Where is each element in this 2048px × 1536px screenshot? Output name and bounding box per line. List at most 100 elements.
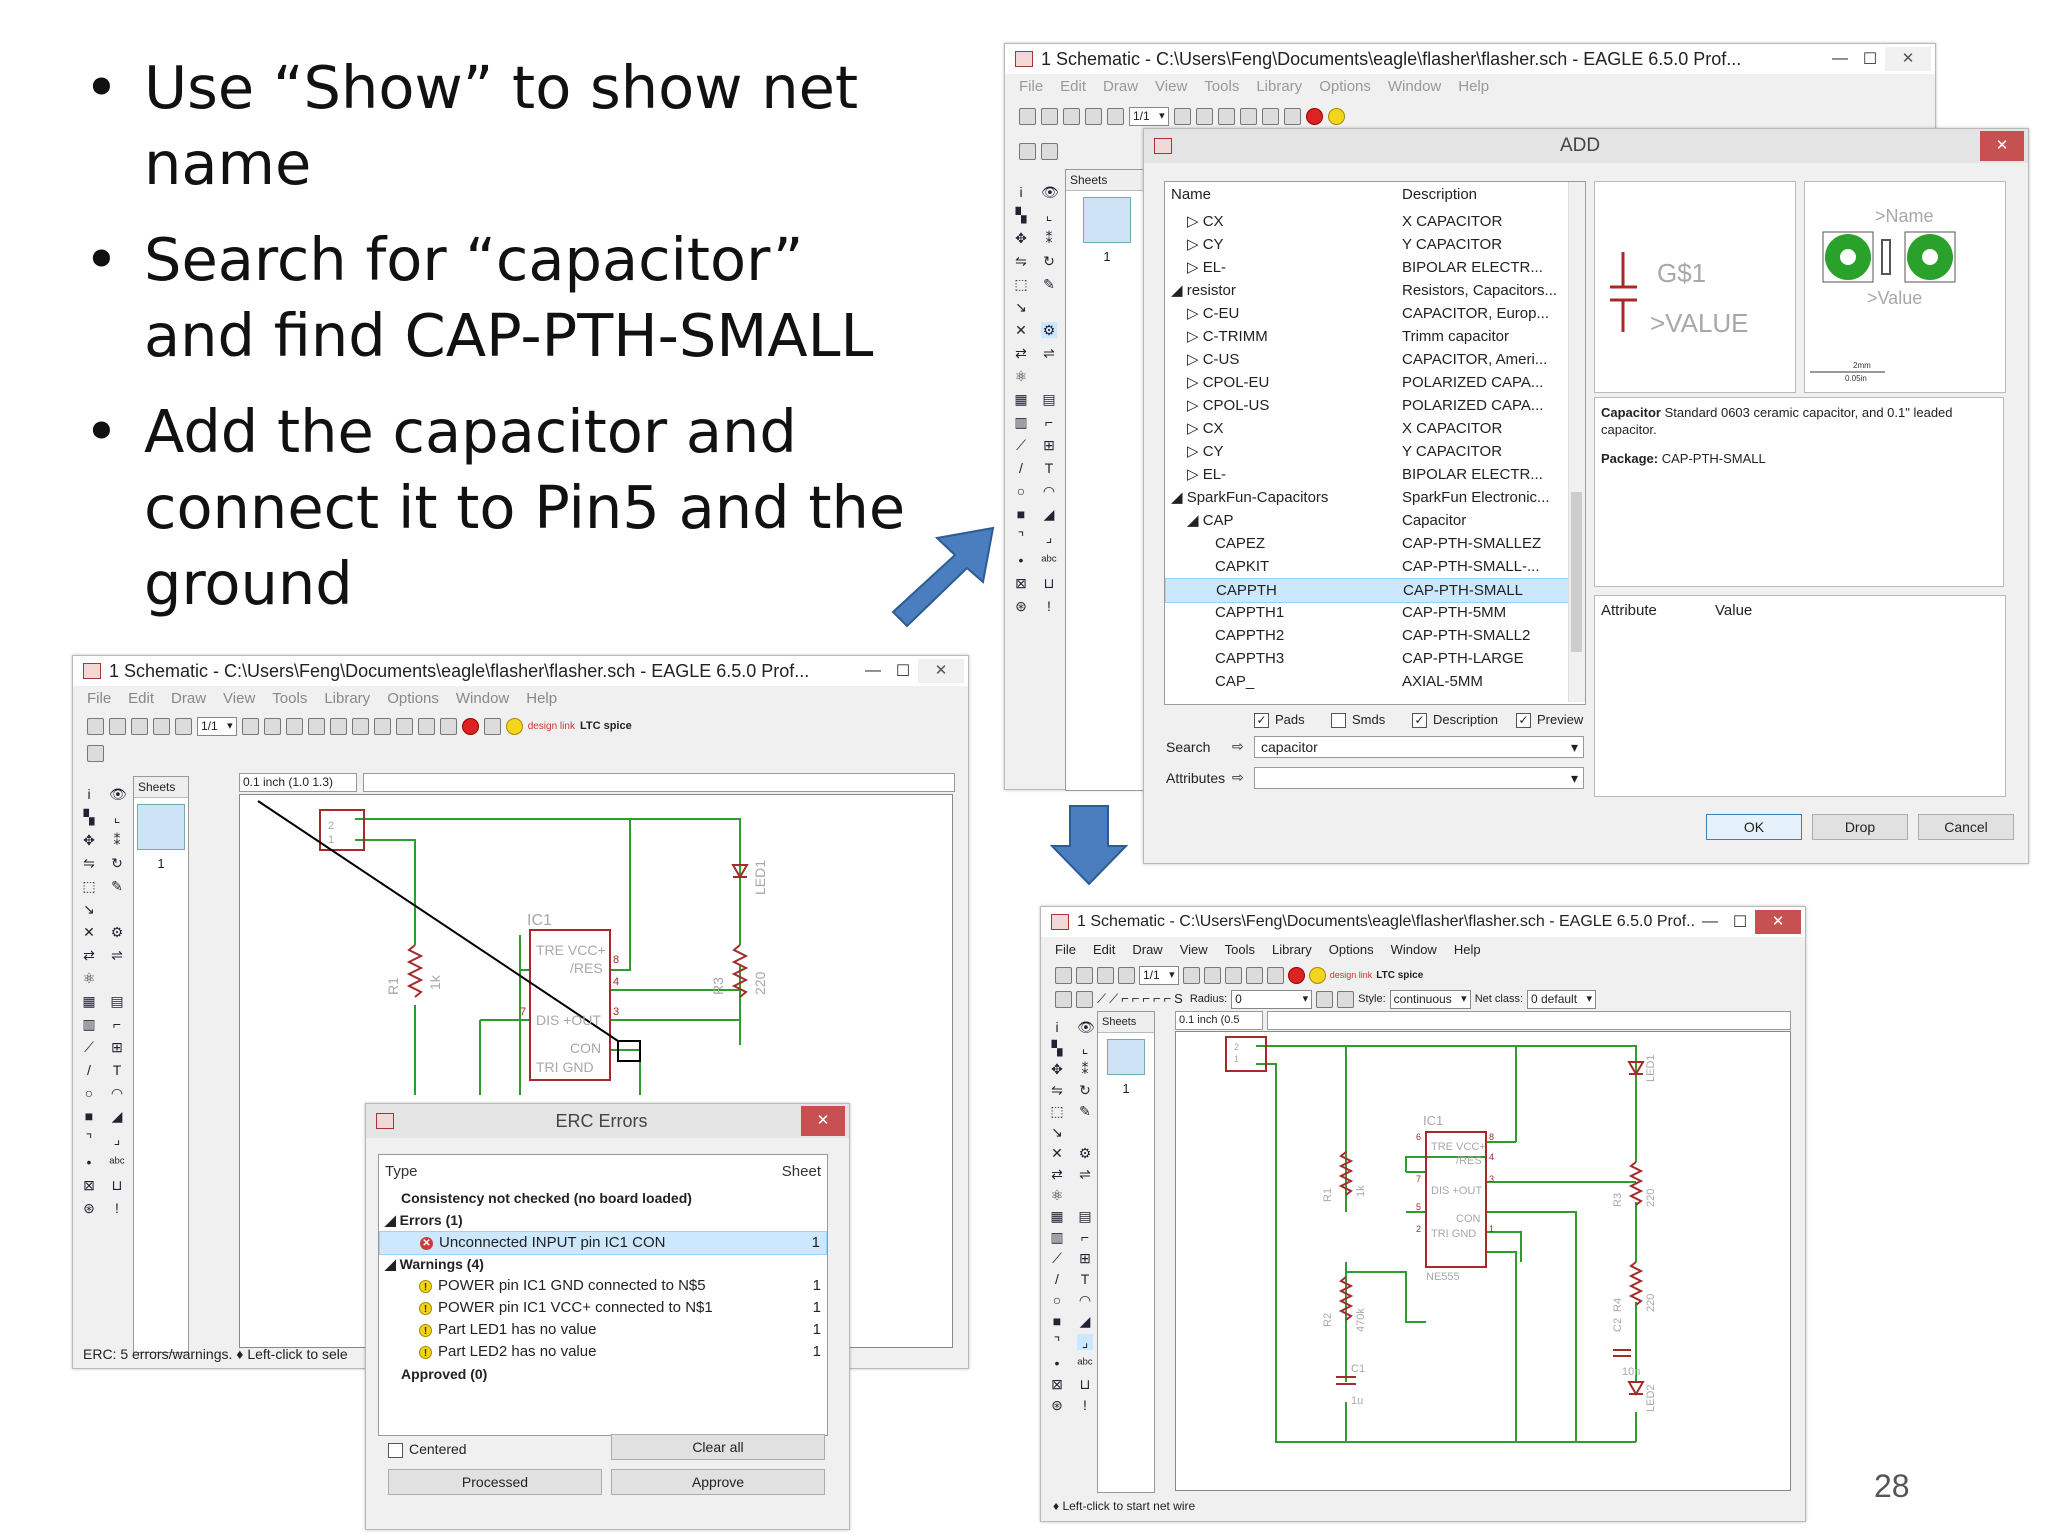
name-icon[interactable]: ▦ [1014, 391, 1028, 407]
show-icon[interactable]: 👁 [1041, 184, 1059, 200]
paste-icon[interactable]: ↘ [83, 901, 95, 917]
zoom-select-icon[interactable] [395, 717, 413, 735]
circle-icon[interactable]: ○ [1016, 483, 1026, 499]
arc-cw-icon[interactable] [1316, 990, 1334, 1008]
change-icon[interactable]: ✎ [1043, 276, 1055, 292]
menu-options[interactable]: Options [387, 689, 439, 707]
smash-icon[interactable]: ▥ [82, 1016, 96, 1032]
command-line[interactable] [1267, 1011, 1791, 1030]
wire-icon[interactable]: / [1055, 1271, 1059, 1287]
sheet-thumbnail[interactable] [1083, 197, 1131, 243]
paste-icon[interactable]: ↘ [1051, 1124, 1063, 1140]
display-icon[interactable]: ▚ [1051, 1040, 1063, 1056]
errors-icon[interactable]: ! [1047, 598, 1051, 614]
mark-icon[interactable]: ⌞ [113, 809, 121, 825]
rotate-icon[interactable]: ↻ [1079, 1082, 1091, 1098]
maximize-icon[interactable]: ☐ [1862, 51, 1878, 68]
maximize-icon[interactable]: ☐ [1732, 914, 1748, 931]
design-link-icon[interactable]: design link [527, 720, 575, 732]
circle-icon[interactable]: ○ [1052, 1292, 1062, 1308]
save-icon[interactable] [1076, 966, 1093, 984]
tree-scrollbar[interactable] [1568, 182, 1585, 702]
add-icon[interactable]: ⚙ [1041, 322, 1057, 338]
polygon-icon[interactable]: ◢ [1079, 1313, 1091, 1329]
add-icon[interactable]: ⚙ [110, 924, 124, 940]
errors-icon[interactable]: ! [115, 1200, 119, 1216]
zoom-fit-icon[interactable] [1217, 107, 1235, 125]
menu-file[interactable]: File [1019, 77, 1044, 95]
menu-library[interactable]: Library [324, 689, 371, 707]
menu-view[interactable]: View [1155, 77, 1188, 95]
attributes-input[interactable] [1254, 767, 1584, 789]
dimension-icon[interactable]: ⊔ [1079, 1376, 1091, 1392]
value-icon[interactable]: ▤ [110, 993, 124, 1009]
checkbox-icon[interactable] [1331, 713, 1346, 729]
arc-ccw-icon[interactable] [1337, 990, 1355, 1008]
net-icon[interactable]: ⌟ [1077, 1334, 1093, 1350]
delete-icon[interactable]: ✕ [1015, 322, 1027, 338]
invoke-icon[interactable]: ⊞ [1079, 1250, 1091, 1266]
invoke-icon[interactable]: ⊞ [1043, 437, 1055, 453]
consistency-row[interactable]: Consistency not checked (no board loaded… [401, 1190, 692, 1206]
attribute-column-header[interactable]: Attribute [1601, 602, 1657, 619]
info-icon[interactable]: i [1019, 184, 1023, 200]
print-icon[interactable] [131, 717, 148, 735]
wire-icon[interactable]: / [1019, 460, 1023, 476]
invoke-icon[interactable]: ⊞ [111, 1039, 123, 1055]
drop-button[interactable]: Drop [1812, 814, 1908, 840]
menu-view[interactable]: View [1179, 941, 1208, 957]
name-column-header[interactable]: Name [1171, 186, 1212, 203]
stop-icon[interactable] [461, 717, 479, 735]
attribute-icon[interactable]: ⊠ [1015, 575, 1027, 591]
description-checkbox[interactable]: ✓Description [1412, 712, 1498, 729]
zoom-fit-icon[interactable] [307, 717, 325, 735]
pinswap-icon[interactable]: ⇄ [1015, 345, 1027, 361]
bus-icon[interactable]: ⌝ [1017, 529, 1025, 545]
menu-library[interactable]: Library [1272, 941, 1312, 957]
style-select[interactable]: continuous [1389, 989, 1471, 1009]
help-icon[interactable] [1308, 966, 1326, 984]
split-icon[interactable]: ⟋ [1016, 437, 1026, 453]
menu-options[interactable]: Options [1328, 941, 1374, 957]
dimension-icon[interactable]: ⊔ [111, 1177, 123, 1193]
split-icon[interactable]: ⟋ [1052, 1250, 1062, 1266]
zoom-in-icon[interactable] [1224, 966, 1242, 984]
zoom-redraw-icon[interactable] [373, 717, 391, 735]
sheet-column-header[interactable]: Sheet [781, 1163, 821, 1180]
group-icon[interactable]: ⬚ [82, 878, 96, 894]
cam-icon[interactable] [1085, 107, 1102, 125]
close-icon[interactable]: ✕ [1755, 910, 1801, 934]
menu-edit[interactable]: Edit [128, 689, 155, 707]
delete-icon[interactable]: ✕ [83, 924, 95, 940]
zoom-in-icon[interactable] [1239, 107, 1257, 125]
menu-edit[interactable]: Edit [1092, 941, 1116, 957]
script-icon[interactable] [1173, 107, 1191, 125]
copy-icon[interactable]: ⁑ [113, 832, 121, 848]
gateswap-icon[interactable]: ⚛ [1050, 1187, 1064, 1203]
library-tree-row[interactable]: ▷ EL-BIPOLAR ELECTR... [1165, 463, 1585, 486]
open-icon[interactable] [1055, 966, 1072, 984]
checkbox-checked-icon[interactable]: ✓ [1254, 713, 1269, 729]
group-icon[interactable]: ⬚ [1014, 276, 1028, 292]
copy-icon[interactable]: ⁑ [1081, 1061, 1089, 1077]
miter-icon[interactable]: ⌐ [1044, 414, 1054, 430]
miter-icon[interactable]: ⌐ [112, 1016, 122, 1032]
menu-window[interactable]: Window [1387, 77, 1442, 95]
undo-icon[interactable] [1283, 107, 1301, 125]
junction-icon[interactable]: • [86, 1154, 92, 1170]
replace-icon[interactable]: ⇌ [1043, 345, 1055, 361]
search-input[interactable]: capacitor [1254, 736, 1584, 758]
smds-checkbox[interactable]: Smds [1331, 712, 1385, 729]
polygon-icon[interactable]: ◢ [1043, 506, 1055, 522]
attribute-icon[interactable]: ⊠ [83, 1177, 95, 1193]
dimension-icon[interactable]: ⊔ [1043, 575, 1055, 591]
value-icon[interactable]: ▤ [1078, 1208, 1092, 1224]
menu-tools[interactable]: Tools [272, 689, 308, 707]
label-icon[interactable]: ᵃᵇᶜ [1077, 1355, 1093, 1371]
help-icon[interactable] [1327, 107, 1345, 125]
sheet-thumbnail[interactable] [137, 804, 185, 850]
